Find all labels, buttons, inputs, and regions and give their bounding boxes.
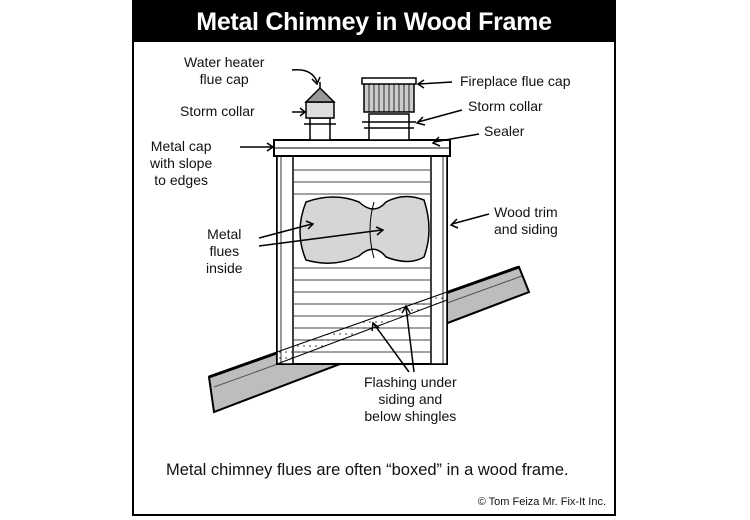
metal-cap (273, 139, 451, 157)
caption: Metal chimney flues are often “boxed” in… (166, 461, 569, 479)
diagram-title: Metal Chimney in Wood Frame (134, 2, 614, 42)
label-sealer: Sealer (484, 123, 525, 139)
leader-lines (240, 69, 490, 373)
label-fireplace-flue-cap: Fireplace flue cap (460, 73, 571, 89)
label-wood-trim: Wood trim and siding (494, 204, 558, 237)
label-storm-collar-left: Storm collar (180, 103, 255, 119)
water-heater-flue (304, 82, 336, 141)
fireplace-flue (361, 77, 417, 141)
label-metal-cap: Metal cap with slope to edges (150, 138, 213, 188)
label-water-heater-flue-cap: Water heater flue cap (184, 54, 265, 87)
label-storm-collar-right: Storm collar (468, 98, 543, 114)
diagram-frame: Metal Chimney in Wood Frame (132, 0, 616, 516)
chimney-illustration (207, 69, 531, 414)
label-metal-flues: Metal flues inside (206, 226, 243, 276)
copyright: © Tom Feiza Mr. Fix-It Inc. (477, 496, 606, 508)
label-flashing: Flashing under siding and below shingles (364, 374, 457, 424)
